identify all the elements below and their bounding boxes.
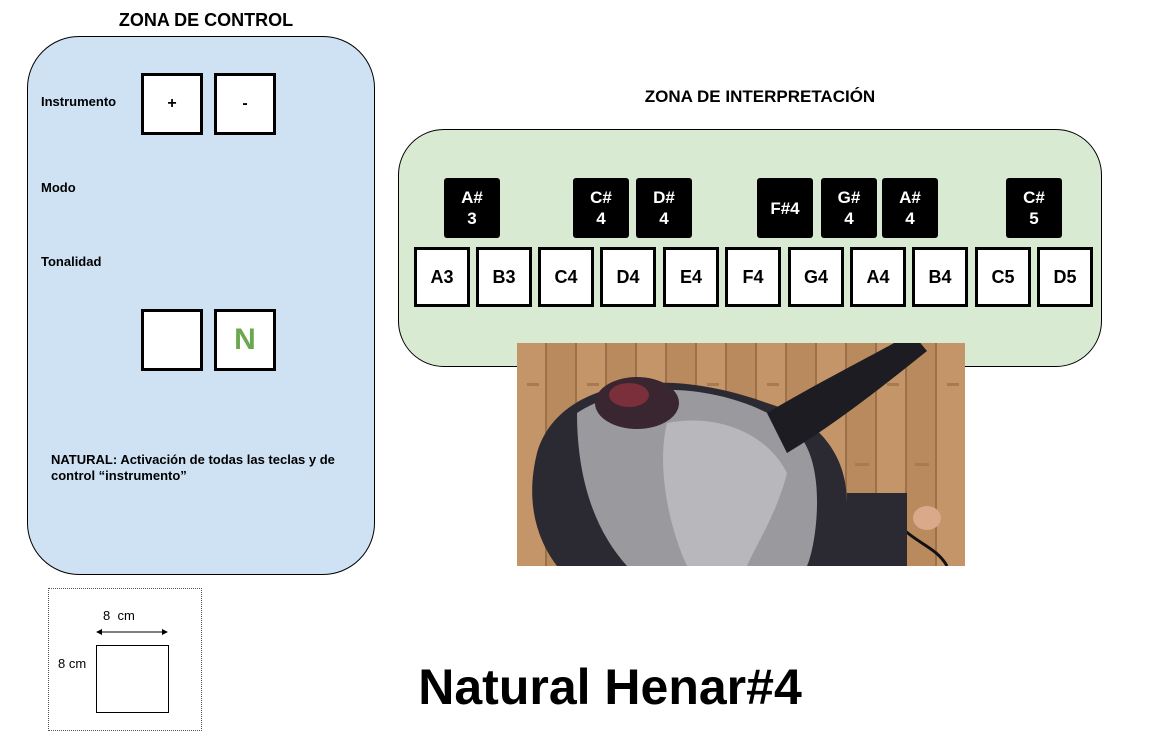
white-key[interactable]: A4: [850, 247, 906, 307]
scale-square: [96, 645, 169, 713]
key-label: Tonalidad: [41, 254, 102, 269]
instrument-label: Instrumento: [41, 94, 117, 109]
white-key[interactable]: C5: [975, 247, 1031, 307]
scale-reference-box: [48, 588, 202, 731]
white-key[interactable]: D4: [600, 247, 656, 307]
instrument-minus-button[interactable]: -: [214, 73, 276, 135]
scale-width-arrow: [96, 629, 168, 635]
white-key[interactable]: G4: [788, 247, 844, 307]
natural-mode-description: NATURAL: Activación de todas las teclas …: [51, 452, 335, 483]
black-key[interactable]: A#4: [882, 178, 938, 238]
black-key[interactable]: D#4: [636, 178, 692, 238]
white-key[interactable]: B3: [476, 247, 532, 307]
scale-height-label: 8 cm: [58, 656, 87, 671]
black-key[interactable]: C#4: [573, 178, 629, 238]
black-key[interactable]: G#4: [821, 178, 877, 238]
white-key[interactable]: C4: [538, 247, 594, 307]
black-key[interactable]: F#4: [757, 178, 813, 238]
white-key[interactable]: F4: [725, 247, 781, 307]
instrument-plus-button[interactable]: +: [141, 73, 203, 135]
main-title: Natural Henar#4: [418, 659, 802, 715]
performance-zone-title: ZONA DE INTERPRETACIÓN: [644, 87, 876, 106]
white-key[interactable]: E4: [663, 247, 719, 307]
control-zone-title: ZONA DE CONTROL: [118, 10, 294, 30]
performer-camera-image: [517, 343, 965, 566]
key-natural-button[interactable]: N: [214, 309, 276, 371]
black-key[interactable]: C#5: [1006, 178, 1062, 238]
scale-width-label: 8 cm: [103, 608, 135, 623]
mode-label: Modo: [41, 180, 76, 195]
white-key[interactable]: A3: [414, 247, 470, 307]
black-key[interactable]: A#3: [444, 178, 500, 238]
key-empty-button[interactable]: [141, 309, 203, 371]
white-key[interactable]: D5: [1037, 247, 1093, 307]
white-key[interactable]: B4: [912, 247, 968, 307]
